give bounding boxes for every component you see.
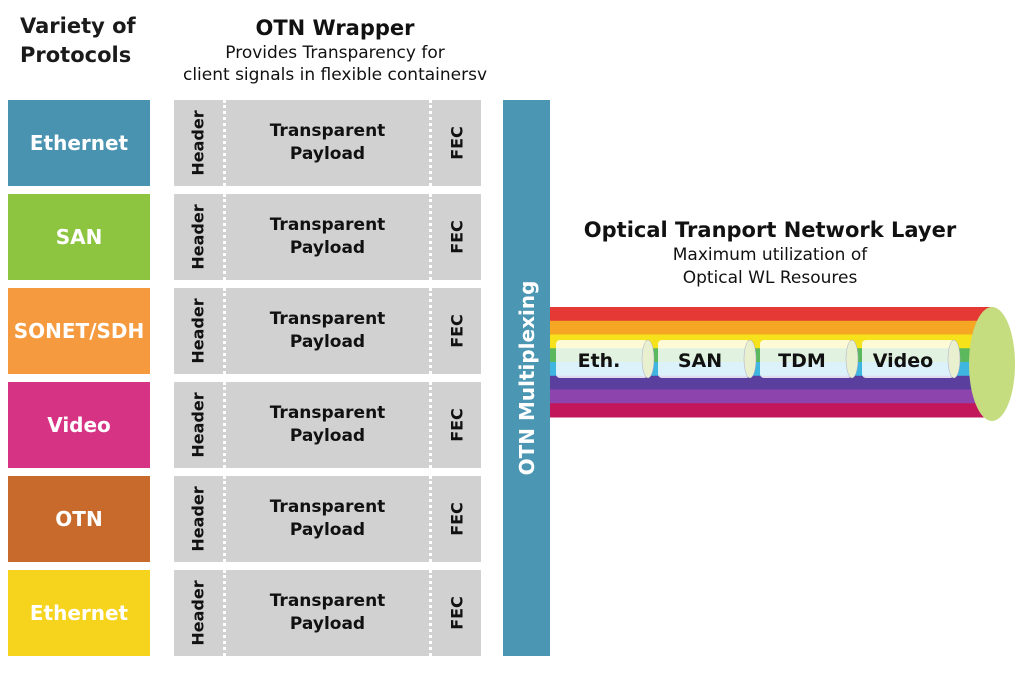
payload-label-line2: Payload xyxy=(289,520,366,540)
divider xyxy=(429,382,432,468)
payload-label-line1: Transparent xyxy=(269,497,386,517)
payload-label-line1: Transparent xyxy=(269,403,386,423)
fiber-stripe xyxy=(550,320,993,335)
fiber-segment-label-san: SAN xyxy=(678,350,722,372)
optical-layer-subtitle-line2: Optical WL Resoures xyxy=(682,268,858,288)
divider xyxy=(223,476,226,562)
payload-label-line2: Payload xyxy=(289,332,366,352)
protocols-heading: Variety of Protocols xyxy=(20,14,136,67)
payload-label-line2: Payload xyxy=(289,614,366,634)
payload-label-line1: Transparent xyxy=(269,121,386,141)
payload-label-line1: Transparent xyxy=(269,309,386,329)
otn-multiplexing-bar: OTN Multiplexing xyxy=(503,100,550,656)
fiber-stripe xyxy=(550,307,993,322)
divider xyxy=(429,288,432,374)
protocol-box-otn: OTN xyxy=(8,476,150,562)
optical-layer-heading: Optical Tranport Network Layer Maximum u… xyxy=(560,216,980,290)
fiber-segment-label-eth: Eth. xyxy=(578,350,621,372)
payload-label-line1: Transparent xyxy=(269,591,386,611)
otn-wrapper-title: OTN Wrapper xyxy=(255,16,415,40)
protocol-box-ethernet: Ethernet xyxy=(8,100,150,186)
payload-label-line2: Payload xyxy=(289,426,366,446)
fiber-stripe xyxy=(550,375,993,390)
fiber-stripe xyxy=(550,389,993,404)
divider xyxy=(223,194,226,280)
fiber-segment-eth xyxy=(556,340,648,378)
otn-wrapper-subtitle-line1: Provides Transparency for xyxy=(225,43,445,63)
optical-layer-subtitle-line1: Maximum utilization of xyxy=(672,245,868,265)
fiber-end-cap xyxy=(969,307,1015,421)
payload-label-line2: Payload xyxy=(289,144,366,164)
divider xyxy=(223,100,226,186)
fiber-segment: Eth. xyxy=(556,339,655,379)
fiber-segment-label-tdm: TDM xyxy=(778,350,826,372)
protocol-box-ethernet-2: Ethernet xyxy=(8,570,150,656)
payload-label-line1: Transparent xyxy=(269,215,386,235)
divider xyxy=(429,100,432,186)
payload-label-line2: Payload xyxy=(289,238,366,258)
fiber-stripe xyxy=(550,403,993,418)
protocol-box-san: SAN xyxy=(8,194,150,280)
fiber-segment: Video xyxy=(862,339,961,379)
fiber-segment-san xyxy=(658,340,750,378)
protocol-box-video: Video xyxy=(8,382,150,468)
fiber-segment: TDM xyxy=(760,339,859,379)
fiber-segment: SAN xyxy=(658,339,757,379)
divider xyxy=(223,570,226,656)
divider xyxy=(429,194,432,280)
fiber-segment-label-video: Video xyxy=(873,350,933,372)
otn-wrapper-heading: OTN Wrapper Provides Transparency for cl… xyxy=(150,14,520,86)
divider xyxy=(223,288,226,374)
otn-wrapper-subtitle-line2: client signals in flexible containersv xyxy=(182,65,488,85)
divider xyxy=(429,476,432,562)
optical-layer-title: Optical Tranport Network Layer xyxy=(583,218,957,242)
fiber-segment-video xyxy=(862,340,954,378)
fiber-segment-tdm xyxy=(760,340,852,378)
protocol-box-sonet-sdh: SONET/SDH xyxy=(8,288,150,374)
divider xyxy=(223,382,226,468)
divider xyxy=(429,570,432,656)
